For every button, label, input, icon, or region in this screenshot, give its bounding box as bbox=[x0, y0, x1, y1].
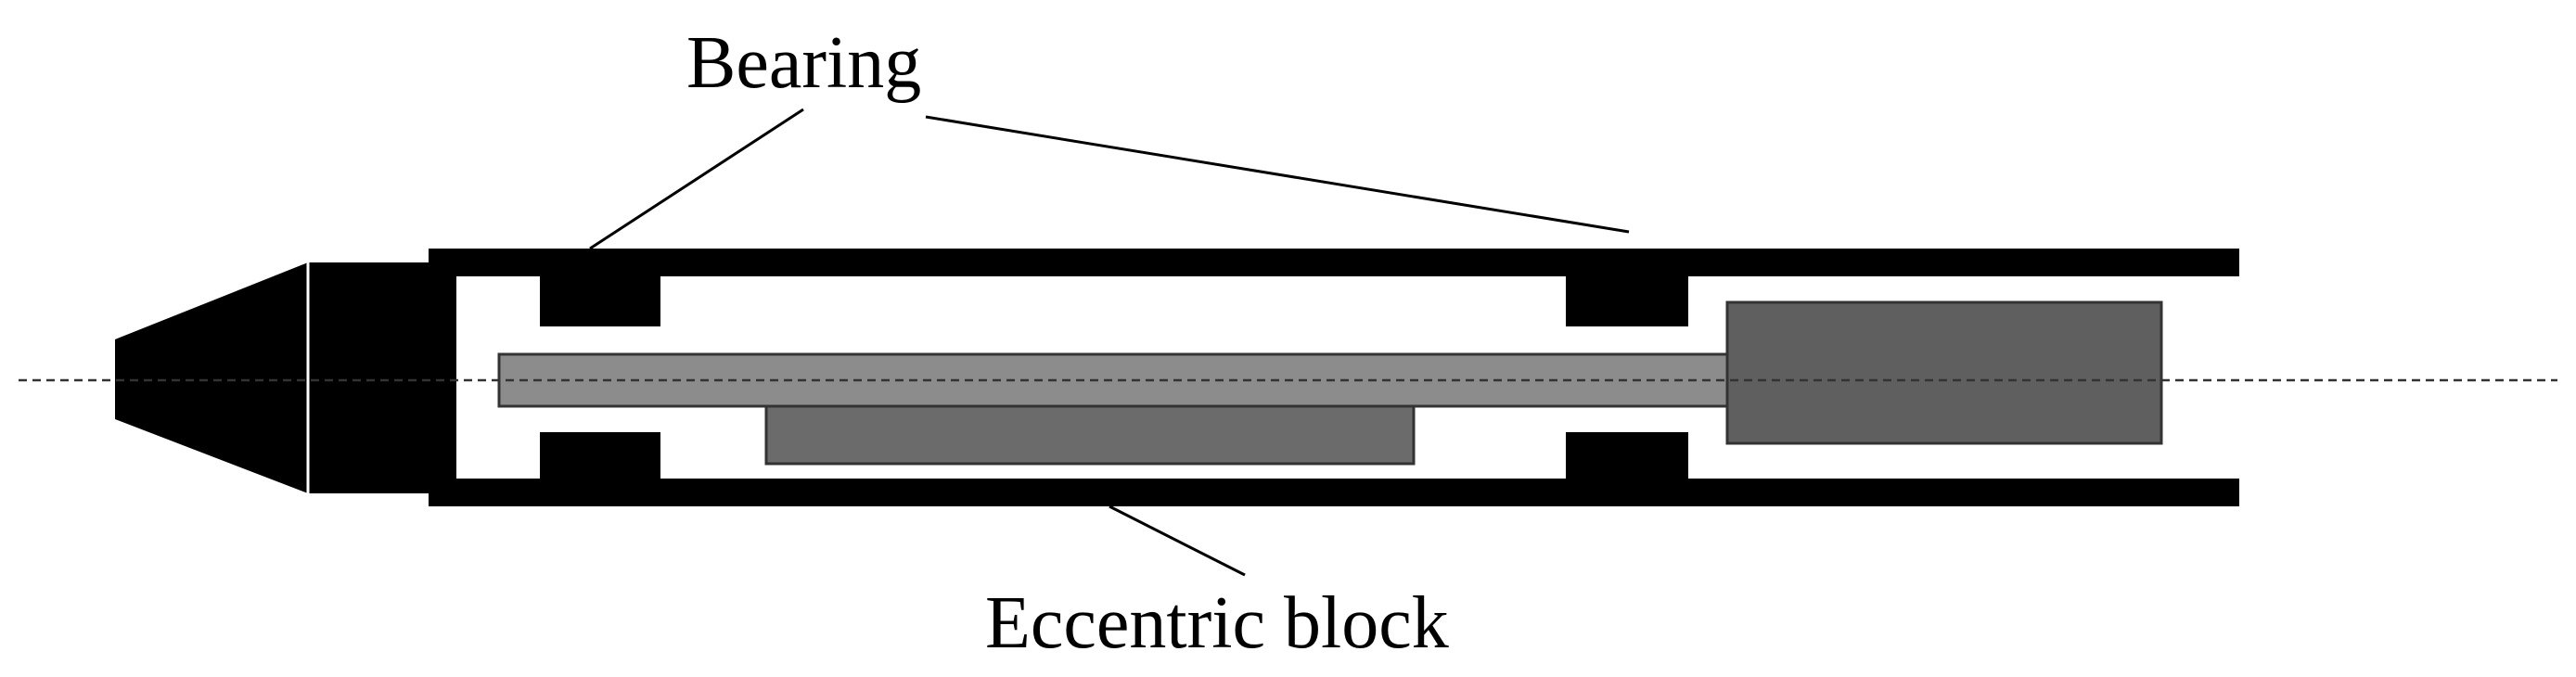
bearing-left-bottom bbox=[540, 432, 660, 479]
bearing-left-top bbox=[540, 276, 660, 326]
shaft bbox=[497, 352, 1735, 408]
bearing-leader-right bbox=[925, 115, 1630, 234]
housing-bottom-wall bbox=[429, 479, 2239, 506]
tip-cone bbox=[115, 262, 308, 493]
eccentric-block-leader bbox=[1109, 505, 1246, 577]
tip-collar bbox=[308, 262, 429, 493]
bearing-label: Bearing bbox=[686, 22, 921, 104]
bearing-leader-left bbox=[589, 108, 804, 250]
housing-top-wall bbox=[429, 249, 2239, 276]
housing-end-wall bbox=[429, 249, 456, 506]
bearing-right-bottom bbox=[1566, 432, 1688, 479]
bearing-right-top bbox=[1566, 276, 1688, 326]
motor bbox=[1725, 300, 2163, 445]
eccentric-block bbox=[764, 404, 1416, 466]
eccentric-block-label: Eccentric block bbox=[985, 582, 1449, 664]
